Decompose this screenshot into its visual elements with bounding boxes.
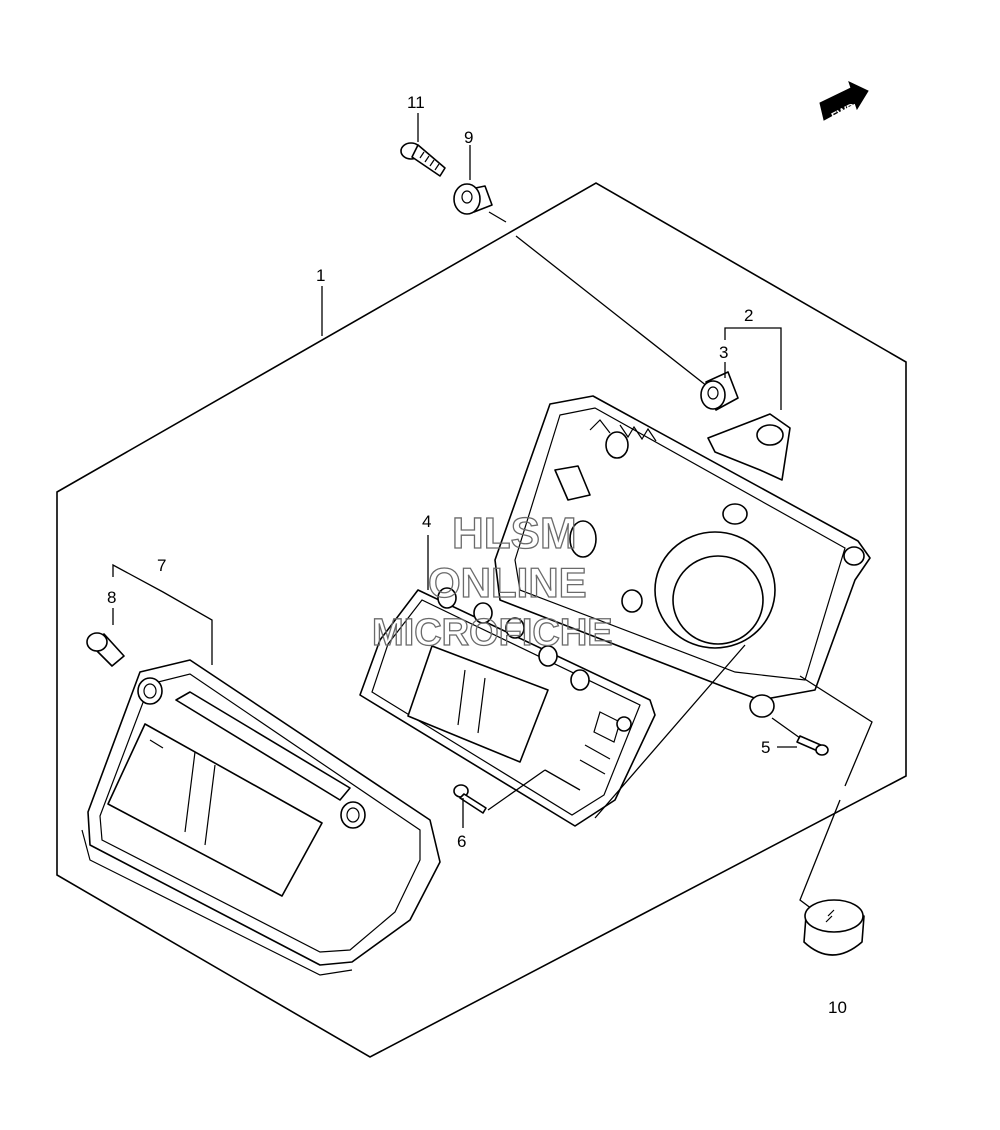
watermark-line-3: MICROFICHE: [372, 612, 613, 654]
callout-1: 1: [316, 266, 325, 285]
callout-4: 4: [422, 512, 431, 531]
meter-case-part-2: [494, 395, 871, 718]
grommet-part-3: [700, 371, 739, 411]
callout-5: 5: [761, 738, 770, 757]
watermark-line-1: HLSM: [452, 509, 577, 558]
callout-7: 7: [157, 556, 166, 575]
meter-cover-part-7: [81, 659, 441, 976]
callout-10: 10: [828, 998, 847, 1017]
callout-11: 11: [407, 93, 425, 112]
assembly-boundary-outline: [56, 182, 907, 1058]
leader-line-6: [462, 769, 581, 828]
collar-part-9: [453, 183, 493, 215]
leader-line-5: [771, 717, 801, 748]
callout-6: 6: [457, 832, 466, 851]
screw-part-5: [796, 735, 829, 756]
leader-line-2: [724, 327, 782, 410]
callout-8: 8: [107, 588, 116, 607]
callout-2: 2: [744, 306, 753, 325]
watermark-line-2: ONLINE: [428, 559, 587, 606]
callout-3: 3: [719, 343, 728, 362]
screw-part-6: [453, 784, 487, 814]
screw-part-8: [86, 632, 125, 667]
bolt-part-11: [400, 142, 446, 177]
fwd-direction-badge: FWD: [819, 81, 869, 123]
leader-line-9: [488, 211, 713, 391]
meter-assembly-part-4: [359, 587, 656, 827]
callout-9: 9: [464, 128, 473, 147]
cap-part-10: [803, 899, 865, 956]
leader-line-7: [112, 563, 213, 665]
